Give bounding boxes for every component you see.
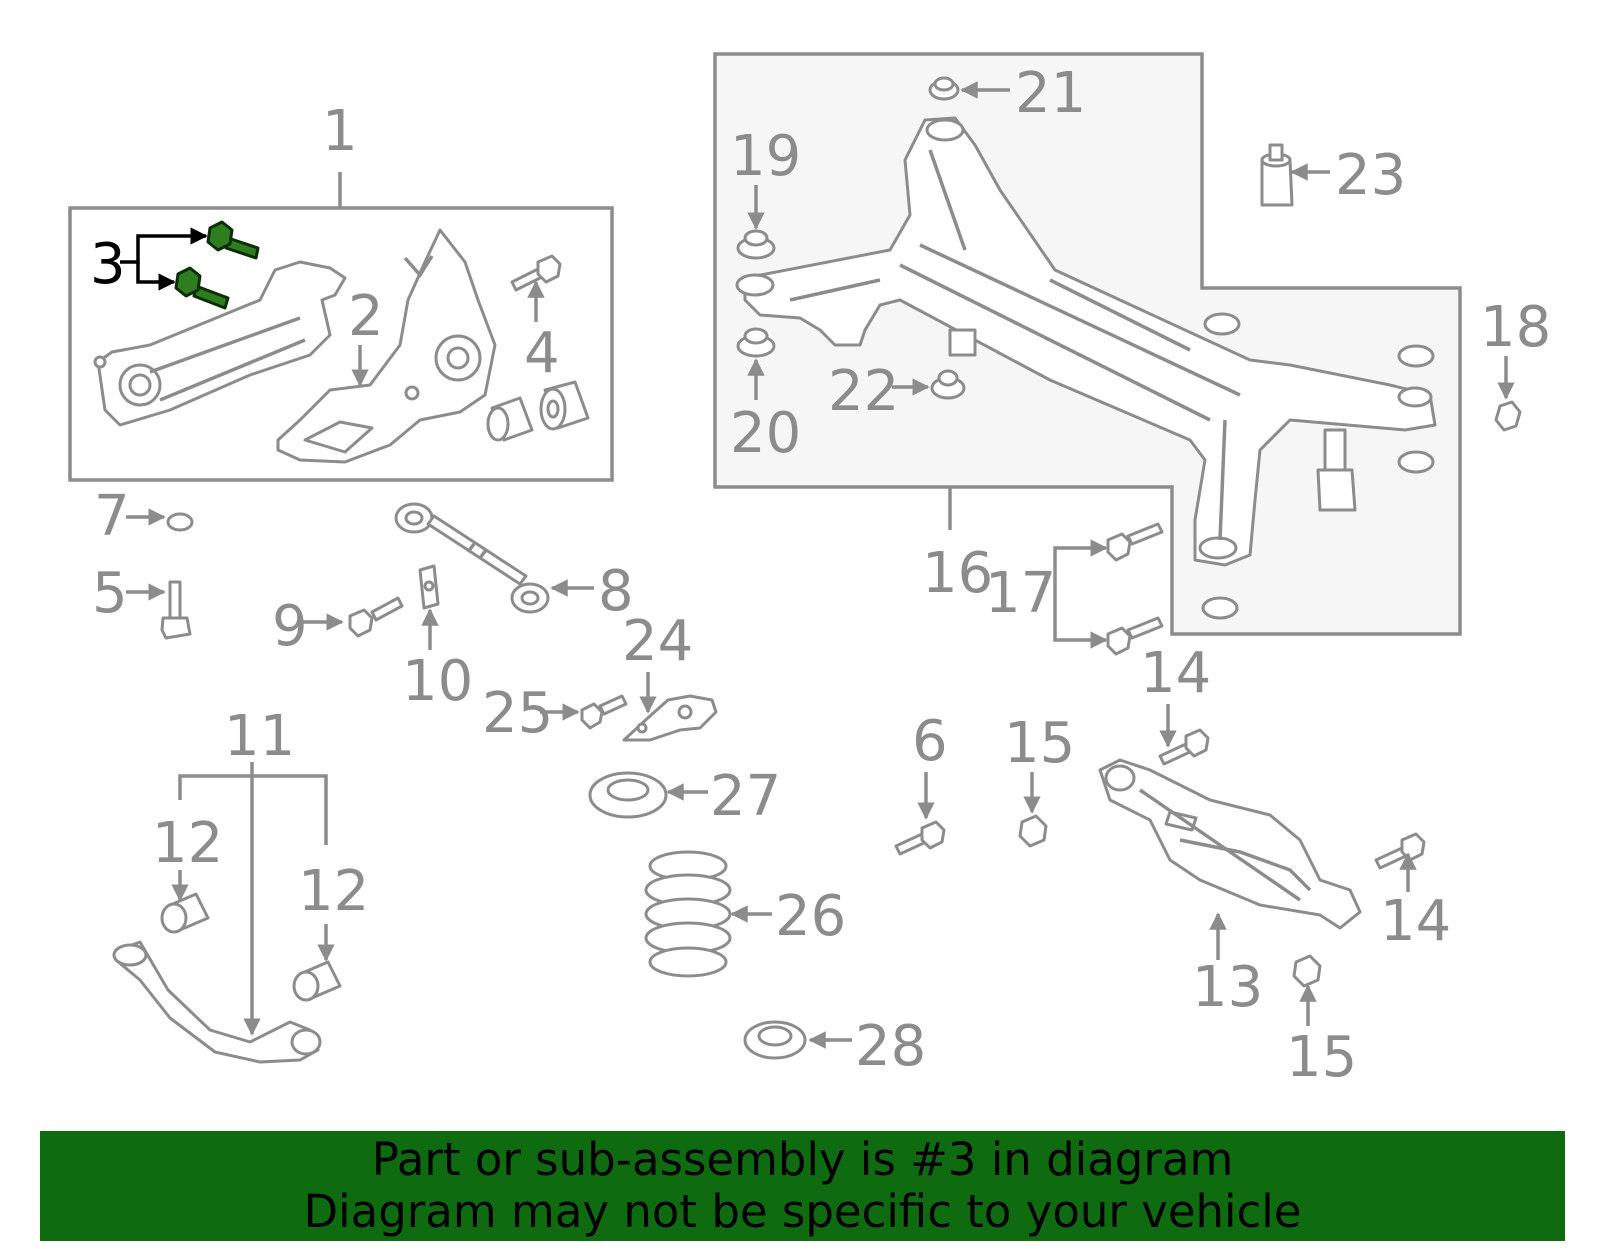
callout-1[interactable]: 1 [322, 99, 358, 164]
callout-27[interactable]: 27 [710, 764, 781, 829]
grommet-c[interactable] [1397, 450, 1435, 474]
callout-23[interactable]: 23 [1335, 143, 1406, 208]
bolt-14a[interactable] [1158, 728, 1210, 766]
grommet-a[interactable] [1203, 312, 1241, 336]
banner-line-1: Part or sub-assembly is #3 in diagram [371, 1133, 1234, 1186]
bolts-17[interactable] [1106, 522, 1164, 656]
callout-15a[interactable]: 15 [1004, 711, 1075, 776]
callout-17[interactable]: 17 [985, 561, 1056, 626]
callout-6[interactable]: 6 [912, 709, 948, 774]
callout-4[interactable]: 4 [524, 321, 560, 386]
nut-22[interactable] [930, 369, 966, 400]
spring-seat-27[interactable] [588, 771, 668, 819]
nut-15b[interactable] [1292, 954, 1322, 988]
callout-18[interactable]: 18 [1480, 295, 1551, 360]
callout-2[interactable]: 2 [348, 284, 384, 349]
nut-18[interactable] [1494, 400, 1522, 432]
spring-seat-28[interactable] [743, 1020, 807, 1060]
callout-19[interactable]: 19 [730, 124, 801, 189]
callout-24[interactable]: 24 [622, 609, 693, 674]
callout-10[interactable]: 10 [402, 649, 473, 714]
bolt-6[interactable] [894, 820, 946, 856]
bushing-12b[interactable] [292, 960, 342, 1002]
callout-7[interactable]: 7 [94, 484, 130, 549]
callout-12a[interactable]: 12 [152, 811, 223, 876]
upper-arm-11[interactable] [112, 940, 322, 1064]
lower-arm-13[interactable] [1098, 758, 1362, 930]
knuckle[interactable] [276, 228, 497, 464]
callout-22[interactable]: 22 [828, 359, 899, 424]
callout-13[interactable]: 13 [1192, 955, 1263, 1020]
nut-15a[interactable] [1018, 814, 1048, 848]
callout-11[interactable]: 11 [224, 704, 295, 769]
bolt-14b[interactable] [1374, 832, 1426, 870]
crossmember[interactable] [735, 116, 1437, 567]
insulator-19[interactable] [736, 229, 776, 260]
callout-12b[interactable]: 12 [298, 859, 369, 924]
banner-line-2: Diagram may not be specific to your vehi… [303, 1185, 1302, 1238]
bolt-5[interactable] [160, 580, 192, 640]
callout-14a[interactable]: 14 [1140, 641, 1211, 706]
mount-nut-21[interactable] [928, 76, 960, 101]
callout-5[interactable]: 5 [92, 561, 128, 626]
cam-plate-10[interactable] [418, 564, 440, 610]
bolt-3-highlighted[interactable] [174, 220, 260, 310]
bracket-24[interactable] [622, 694, 718, 742]
bolt-4[interactable] [510, 254, 562, 292]
callout-8[interactable]: 8 [598, 559, 634, 624]
callout-3[interactable]: 3 [90, 232, 126, 297]
callout-28[interactable]: 28 [855, 1014, 926, 1079]
callout-14b[interactable]: 14 [1380, 889, 1451, 954]
crossmember-group: 16 21 19 [713, 52, 1462, 636]
trailing-arm[interactable] [93, 260, 347, 427]
bolt-25[interactable] [580, 694, 628, 730]
grommet-b[interactable] [1397, 344, 1435, 368]
insulator-20[interactable] [736, 327, 776, 358]
bushing-12a[interactable] [160, 892, 210, 934]
callout-9[interactable]: 9 [272, 594, 308, 659]
bolt-9[interactable] [348, 596, 404, 638]
lateral-link-8[interactable] [394, 502, 550, 614]
callout-20[interactable]: 20 [730, 401, 801, 466]
bushings[interactable] [486, 380, 590, 442]
callout-15b[interactable]: 15 [1286, 1025, 1357, 1090]
callout-26[interactable]: 26 [775, 884, 846, 949]
coil-spring-26[interactable] [644, 850, 732, 978]
callout-21[interactable]: 21 [1015, 61, 1086, 126]
bumper-23[interactable] [1260, 143, 1294, 207]
info-banner: Part or sub-assembly is #3 in diagram Di… [40, 1131, 1565, 1241]
washer-7[interactable] [166, 512, 194, 532]
callout-16[interactable]: 16 [922, 541, 993, 606]
trailing-arm-group: 1 2 4 [68, 99, 614, 482]
grommet-d[interactable] [1201, 596, 1239, 620]
